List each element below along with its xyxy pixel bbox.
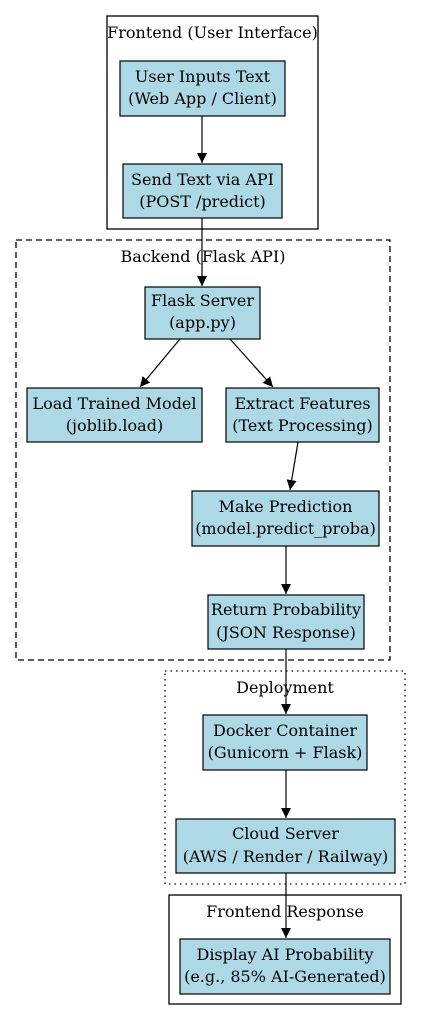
cluster-backend-border xyxy=(15,239,391,661)
edge-extract-to-predict xyxy=(286,441,299,491)
node-title: Docker Container xyxy=(213,721,357,740)
node-user-inputs-text: User Inputs Text (Web App / Client) xyxy=(119,60,286,117)
node-box xyxy=(175,818,396,874)
cluster-deployment: Deployment xyxy=(164,670,406,885)
node-send-text-via-api: Send Text via API (POST /predict) xyxy=(122,163,283,219)
node-box xyxy=(225,387,380,443)
node-return-probability: Return Probability (JSON Response) xyxy=(207,594,365,650)
node-box xyxy=(179,938,391,995)
node-load-trained-model: Load Trained Model (joblib.load) xyxy=(26,387,203,443)
node-subtitle: (Text Processing) xyxy=(232,416,372,435)
node-title: Load Trained Model xyxy=(32,394,196,413)
node-display-ai-probability: Display AI Probability (e.g., 85% AI-Gen… xyxy=(179,938,391,995)
node-subtitle: (POST /predict) xyxy=(139,192,266,211)
cluster-frontend-response: Frontend Response xyxy=(168,894,402,1005)
node-make-prediction: Make Prediction (model.predict_proba) xyxy=(191,490,380,547)
cluster-frontend-border xyxy=(106,15,319,230)
node-box xyxy=(191,490,380,547)
node-extract-features: Extract Features (Text Processing) xyxy=(225,387,380,443)
node-subtitle: (joblib.load) xyxy=(66,416,163,435)
node-box xyxy=(119,60,286,117)
node-title: Cloud Server xyxy=(232,824,339,843)
node-title: Extract Features xyxy=(234,394,370,413)
node-title: Display AI Probability xyxy=(196,945,373,964)
cluster-deployment-border xyxy=(164,670,406,885)
cluster-deployment-title: Deployment xyxy=(236,678,334,697)
node-box xyxy=(144,286,261,340)
node-subtitle: (Gunicorn + Flask) xyxy=(208,743,363,762)
cluster-backend: Backend (Flask API) xyxy=(15,239,391,661)
node-title: Send Text via API xyxy=(131,170,274,189)
node-title: Return Probability xyxy=(211,600,361,619)
node-box xyxy=(207,594,365,650)
node-title: User Inputs Text xyxy=(135,67,271,86)
edge-flask-to-load-model xyxy=(139,338,181,388)
node-subtitle: (Web App / Client) xyxy=(128,89,277,108)
node-title: Flask Server xyxy=(151,291,254,310)
cluster-frontend-response-title: Frontend Response xyxy=(206,902,364,921)
node-subtitle: (AWS / Render / Railway) xyxy=(183,847,389,866)
cluster-frontend-title: Frontend (User Interface) xyxy=(107,23,318,42)
cluster-frontend: Frontend (User Interface) xyxy=(106,15,319,230)
node-subtitle: (app.py) xyxy=(169,313,236,332)
node-box xyxy=(122,163,283,219)
edge-flask-to-extract-features xyxy=(229,338,274,388)
edges xyxy=(139,116,299,938)
node-docker-container: Docker Container (Gunicorn + Flask) xyxy=(202,714,368,771)
node-subtitle: (e.g., 85% AI-Generated) xyxy=(184,967,386,986)
node-subtitle: (model.predict_proba) xyxy=(195,519,376,538)
cluster-frontend-response-border xyxy=(168,894,402,1005)
node-box xyxy=(26,387,203,443)
node-flask-server: Flask Server (app.py) xyxy=(144,286,261,340)
node-cloud-server: Cloud Server (AWS / Render / Railway) xyxy=(175,818,396,874)
cluster-backend-title: Backend (Flask API) xyxy=(121,247,286,266)
node-title: Make Prediction xyxy=(219,497,353,516)
node-subtitle: (JSON Response) xyxy=(216,623,356,642)
node-box xyxy=(202,714,368,771)
